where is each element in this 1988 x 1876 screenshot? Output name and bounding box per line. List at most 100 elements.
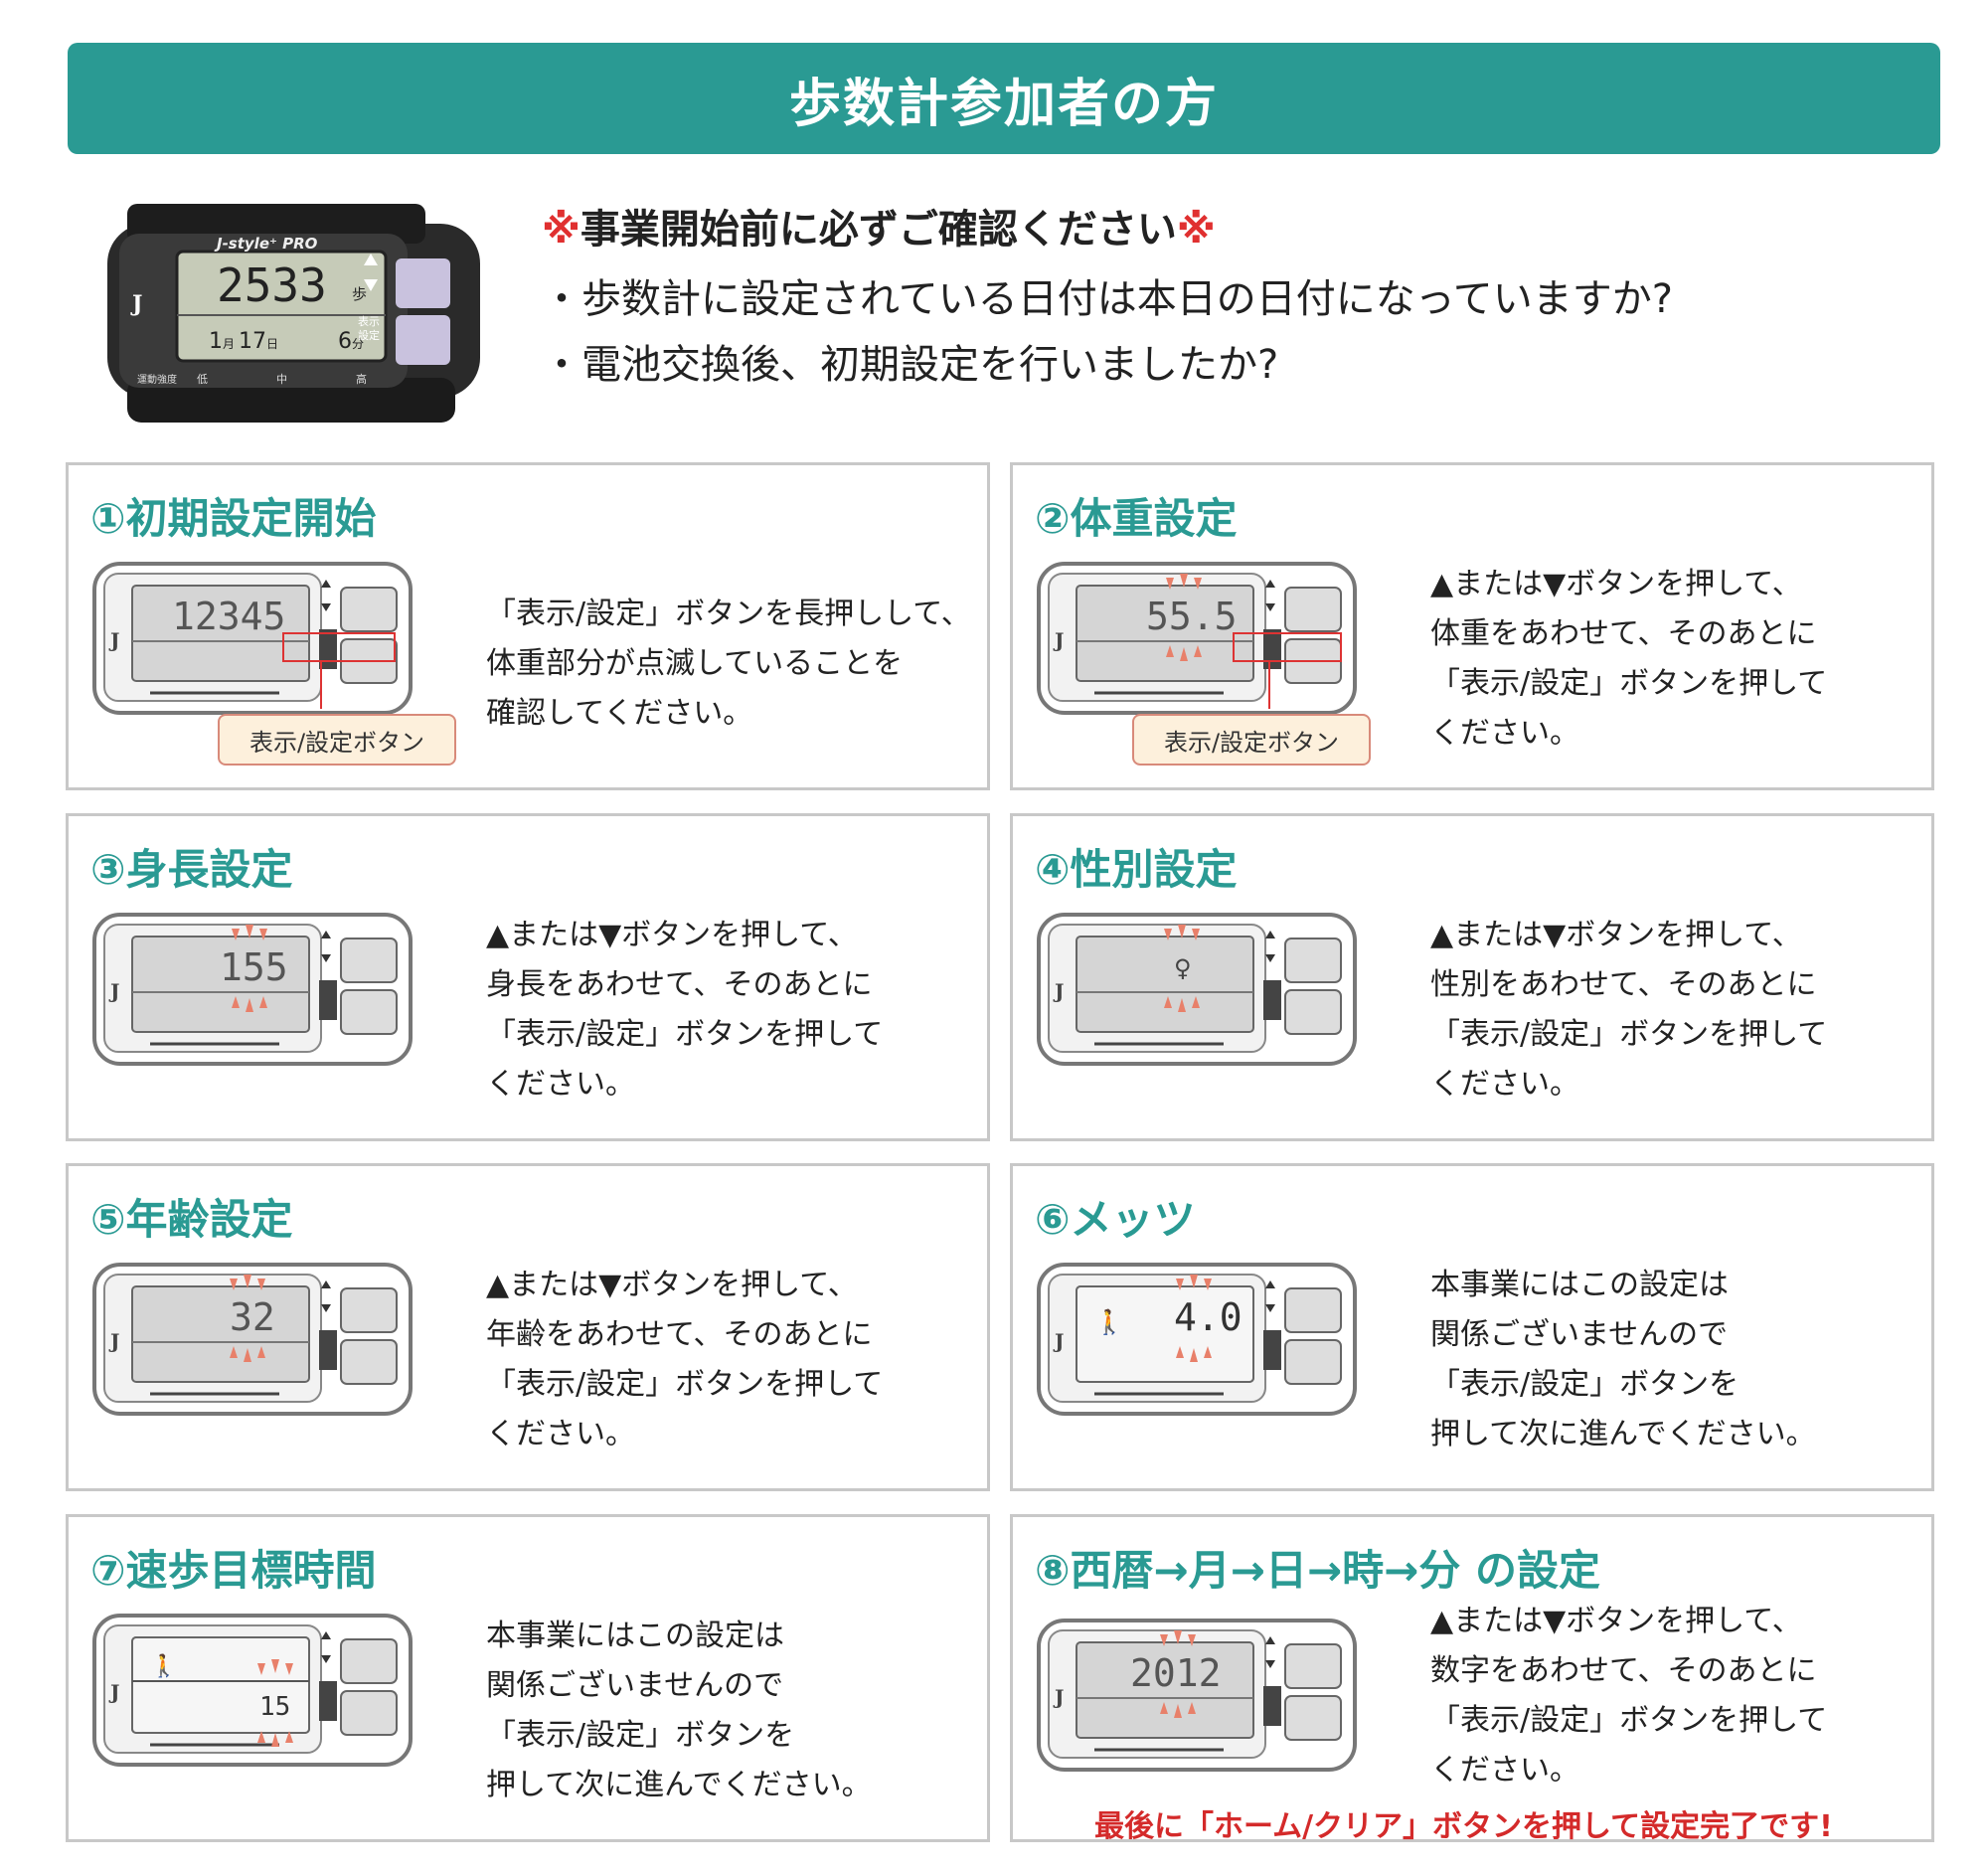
step-title: ⑧西暦→月→日→時→分 の設定 (1035, 1546, 1600, 1595)
display-setting-button-callout: 表示/設定ボタン (1132, 714, 1371, 766)
step-title: ④性別設定 (1035, 845, 1238, 894)
desc-line: ください。 (1430, 1067, 1579, 1102)
down-arrow-icon (364, 279, 378, 291)
device-display-value: ♀ (1174, 954, 1192, 982)
hero-month: 1 (209, 329, 223, 354)
desc-line: 「表示/設定」ボタンを押して (1430, 1703, 1828, 1738)
device-illustration: 55.5 (1037, 562, 1357, 715)
hero-steps: 2533 (217, 258, 327, 312)
final-note: 最後に「ホーム/クリア」ボタンを押して設定完了です! (1094, 1809, 1833, 1844)
desc-line: 本事業にはこの設定は (486, 1619, 784, 1653)
desc-line: 体重をあわせて、そのあとに (1430, 616, 1817, 651)
svg-text:J: J (130, 291, 142, 317)
hero-brand: J-style⁺ PRO (214, 235, 318, 253)
desc-line: ▲または▼ボタンを押して、 (1430, 567, 1802, 601)
step-card-brisk-walk-target: ⑦速歩目標時間 🚶 15 本事業にはこの設定は 関係ございませんので 「表示/設… (66, 1514, 990, 1842)
device-illustration: 32 (92, 1263, 413, 1416)
desc-line: ください。 (1430, 716, 1579, 751)
desc-line: 年齢をあわせて、そのあとに (486, 1317, 873, 1352)
device-display-value: 4.0 (1174, 1295, 1242, 1339)
up-arrow-icon (364, 254, 378, 265)
desc-line: 「表示/設定」ボタンを長押しして、 (486, 597, 971, 631)
step-description: ▲または▼ボタンを押して、 性別をあわせて、そのあとに 「表示/設定」ボタンを押… (1430, 911, 1827, 1109)
step-card-initial-setup: ①初期設定開始 12345 表示/設定ボタン 「表示/設定」ボタンを長押しして、… (66, 462, 990, 790)
highlight-box (1233, 632, 1342, 662)
step-title: ⑦速歩目標時間 (90, 1546, 377, 1595)
hero-intensity-label: 運動強度 (137, 373, 177, 386)
notice-warning-text: 事業開始前に必ずご確認ください (580, 207, 1177, 253)
hero-intensity-low: 低 (197, 373, 208, 386)
desc-line: ▲または▼ボタンを押して、 (486, 918, 858, 952)
step-description: 本事業にはこの設定は 関係ございませんので 「表示/設定」ボタンを 押して次に進… (1430, 1261, 1816, 1459)
device-display-value: 32 (230, 1295, 275, 1339)
desc-line: 関係ございませんので (1430, 1317, 1729, 1352)
notice-line-date: ・歩数計に設定されている日付は本日の日付になっていますか? (542, 276, 1674, 322)
hero-button-label-display: 表示 (358, 314, 380, 328)
step-description: ▲または▼ボタンを押して、 身長をあわせて、そのあとに 「表示/設定」ボタンを押… (486, 911, 883, 1109)
device-illustration: 12345 (92, 562, 413, 715)
hero-steps-unit: 歩 (352, 285, 367, 303)
step-title: ①初期設定開始 (90, 494, 377, 543)
desc-line: 体重部分が点滅していることを (486, 646, 904, 681)
highlight-box (282, 632, 396, 662)
device-display-value: 15 (259, 1692, 290, 1722)
device-illustration: 155 (92, 913, 413, 1066)
hero-day: 17 (239, 329, 266, 354)
step-title: ②体重設定 (1035, 494, 1238, 543)
desc-line: 「表示/設定」ボタンを (486, 1718, 795, 1753)
page-header: 歩数計参加者の方 (68, 43, 1940, 154)
hero-minutes: 6 (338, 329, 352, 354)
device-display-value: 155 (220, 945, 288, 989)
hero-day-unit: 日 (266, 337, 278, 351)
notice-warning: ※事業開始前に必ずご確認ください※ (542, 204, 1834, 256)
hero-display-setting-button[interactable] (396, 315, 450, 365)
desc-line: 関係ございませんので (486, 1668, 784, 1703)
desc-line: 「表示/設定」ボタンを押して (486, 1367, 884, 1402)
desc-line: ▲または▼ボタンを押して、 (1430, 918, 1802, 952)
display-setting-button-callout: 表示/設定ボタン (218, 714, 456, 766)
warning-mark-left: ※ (542, 207, 580, 253)
hero-month-unit: 月 (223, 337, 235, 351)
desc-line: 「表示/設定」ボタンを押して (486, 1017, 884, 1052)
desc-line: 「表示/設定」ボタンを押して (1430, 1017, 1828, 1052)
notice-line-battery: ・電池交換後、初期設定を行いましたか? (542, 342, 1279, 388)
device-illustration: 🚶 15 (92, 1614, 413, 1767)
page-title: 歩数計参加者の方 (788, 74, 1219, 134)
step-description: ▲または▼ボタンを押して、 体重をあわせて、そのあとに 「表示/設定」ボタンを押… (1430, 560, 1827, 759)
device-display-value: 55.5 (1146, 595, 1238, 638)
desc-line: 数字をあわせて、そのあとに (1430, 1653, 1817, 1688)
desc-line: 身長をあわせて、そのあとに (486, 967, 873, 1002)
step-card-gender: ④性別設定 ♀ ▲または▼ボタンを押して、 性別をあわせて、そのあとに 「表示/… (1010, 813, 1934, 1141)
step-card-date-time: ⑧西暦→月→日→時→分 の設定 2012 ▲または▼ボタンを押して、 数字をあわ… (1010, 1514, 1934, 1844)
step-description: ▲または▼ボタンを押して、 数字をあわせて、そのあとに 「表示/設定」ボタンを押… (1430, 1597, 1827, 1795)
desc-line: 「表示/設定」ボタンを押して (1430, 666, 1828, 701)
desc-line: 押して次に進んでください。 (1430, 1417, 1816, 1451)
desc-line: ください。 (486, 1067, 635, 1102)
step-description: 本事業にはこの設定は 関係ございませんので 「表示/設定」ボタンを 押して次に進… (486, 1612, 872, 1810)
step-card-mets: ⑥メッツ 🚶 4.0 本事業にはこの設定は 関係ございませんので 「表示/設定」… (1010, 1163, 1934, 1491)
hero-minutes-unit: 分 (352, 337, 364, 351)
step-title: ③身長設定 (90, 845, 293, 894)
pedometer-photo: J-style⁺ PRO J 2533 歩 1 月 17 日 6 分 表示 設定… (107, 204, 480, 423)
desc-line: 性別をあわせて、そのあとに (1430, 967, 1817, 1002)
device-illustration: ♀ (1037, 913, 1357, 1066)
step-description: 「表示/設定」ボタンを長押しして、 体重部分が点滅していることを 確認してくださ… (486, 590, 971, 739)
device-display-value: 2012 (1130, 1651, 1222, 1695)
device-illustration: 2012 (1037, 1619, 1357, 1772)
hero-updown-button[interactable] (396, 258, 450, 308)
walker-icon: 🚶 (1094, 1308, 1124, 1336)
walker-icon: 🚶 (150, 1653, 177, 1679)
desc-line: 「表示/設定」ボタンを (1430, 1367, 1740, 1402)
desc-line: 本事業にはこの設定は (1430, 1268, 1729, 1302)
warning-mark-right: ※ (1176, 207, 1216, 253)
desc-line: 押して次に進んでください。 (486, 1768, 872, 1802)
step-title: ⑥メッツ (1035, 1195, 1196, 1244)
hero-intensity-high: 高 (356, 372, 367, 386)
desc-line: ください。 (1430, 1753, 1579, 1788)
step-card-age: ⑤年齢設定 32 ▲または▼ボタンを押して、 年齢をあわせて、そのあとに 「表示… (66, 1163, 990, 1491)
hero-intensity-mid: 中 (276, 373, 287, 386)
desc-line: ください。 (486, 1417, 635, 1451)
step-card-height: ③身長設定 155 ▲または▼ボタンを押して、 身長をあわせて、そのあとに 「表… (66, 813, 990, 1141)
desc-line: ▲または▼ボタンを押して、 (486, 1268, 858, 1302)
device-display-value: 12345 (172, 595, 285, 638)
